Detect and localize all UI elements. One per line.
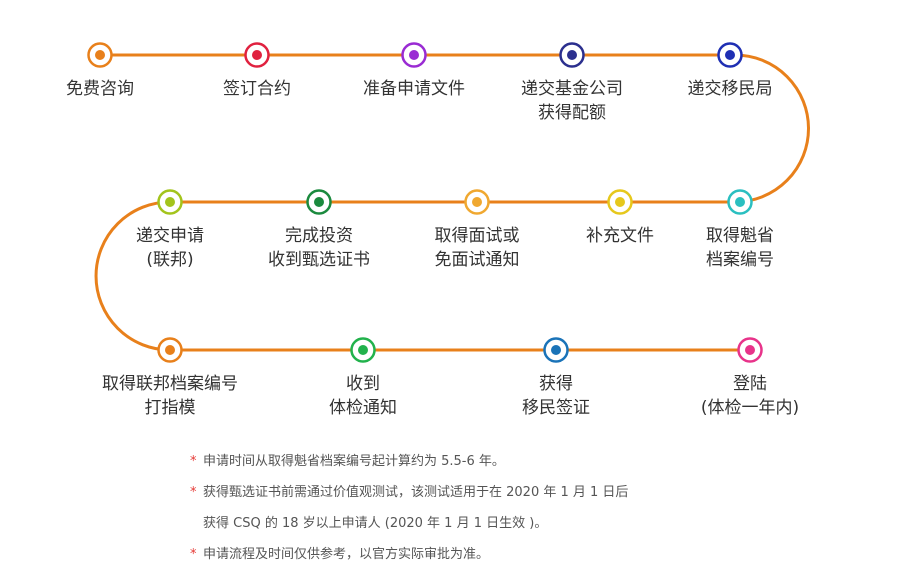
step-label-line: 免面试通知 bbox=[434, 250, 520, 270]
step-node bbox=[157, 189, 183, 215]
note-text: 获得甄选证书前需通过价值观测试，该测试适用于在 2020 年 1 月 1 日后 bbox=[203, 485, 629, 500]
note-asterisk: * bbox=[190, 485, 197, 500]
step-label: 准备申请文件 bbox=[329, 77, 499, 101]
step-label-line: 递交申请 bbox=[136, 226, 204, 246]
step-node-dot bbox=[252, 50, 262, 60]
step-node-dot bbox=[725, 50, 735, 60]
note-text: 申请流程及时间仅供参考，以官方实际审批为准。 bbox=[203, 547, 490, 562]
step-label: 完成投资收到甄选证书 bbox=[234, 224, 404, 272]
step-node-dot bbox=[95, 50, 105, 60]
step-node bbox=[401, 42, 427, 68]
step-label-line: 取得联邦档案编号 bbox=[102, 374, 238, 394]
step-node bbox=[543, 337, 569, 363]
step-node bbox=[464, 189, 490, 215]
step-node bbox=[306, 189, 332, 215]
step-node-dot bbox=[567, 50, 577, 60]
step-label-line: 档案编号 bbox=[706, 250, 774, 270]
notes: * 申请时间从取得魁省档案编号起计算约为 5.5-6 年。 * 获得甄选证书前需通过… bbox=[190, 450, 628, 574]
step-node-dot bbox=[745, 345, 755, 355]
step-label-line: 递交基金公司 bbox=[521, 79, 623, 99]
step-node-dot bbox=[472, 197, 482, 207]
step-label-line: 签订合约 bbox=[223, 79, 291, 99]
step-node-dot bbox=[165, 197, 175, 207]
step-label-line: 收到 bbox=[346, 374, 380, 394]
step-label: 取得魁省档案编号 bbox=[655, 224, 825, 272]
step-node bbox=[244, 42, 270, 68]
step-label-line: 递交移民局 bbox=[687, 79, 773, 99]
note-text: 申请时间从取得魁省档案编号起计算约为 5.5-6 年。 bbox=[203, 454, 505, 469]
step-label-line: 体检通知 bbox=[329, 398, 397, 418]
step-label: 登陆 (体检一年内) bbox=[665, 372, 835, 420]
step-label: 取得联邦档案编号打指模 bbox=[85, 372, 255, 420]
step-node bbox=[157, 337, 183, 363]
note-asterisk: * bbox=[190, 547, 197, 562]
step-label-line: 获得配额 bbox=[538, 103, 606, 123]
step-label: 取得面试或免面试通知 bbox=[392, 224, 562, 272]
step-label: 递交基金公司获得配额 bbox=[487, 77, 657, 125]
step-label-line: 获得 bbox=[539, 374, 573, 394]
note-asterisk: * bbox=[190, 454, 197, 469]
step-node-dot bbox=[358, 345, 368, 355]
step-node bbox=[607, 189, 633, 215]
step-node bbox=[737, 337, 763, 363]
step-label: 免费咨询 bbox=[15, 77, 185, 101]
step-label-line: 移民签证 bbox=[522, 398, 590, 418]
note-item: * 获得甄选证书前需通过价值观测试，该测试适用于在 2020 年 1 月 1 日后 bbox=[190, 481, 628, 512]
process-flow-diagram bbox=[87, 42, 810, 363]
step-label-line: 补充文件 bbox=[586, 226, 654, 246]
step-label: 递交移民局 bbox=[645, 77, 815, 101]
step-label-line: 完成投资 bbox=[285, 226, 353, 246]
step-label: 签订合约 bbox=[172, 77, 342, 101]
step-label-line: 取得面试或 bbox=[434, 226, 520, 246]
step-label: 获得移民签证 bbox=[471, 372, 641, 420]
step-node-dot bbox=[409, 50, 419, 60]
step-node-dot bbox=[615, 197, 625, 207]
step-label: 收到体检通知 bbox=[278, 372, 448, 420]
step-node-dot bbox=[314, 197, 324, 207]
note-item: * 申请时间从取得魁省档案编号起计算约为 5.5-6 年。 bbox=[190, 450, 628, 481]
step-node bbox=[559, 42, 585, 68]
step-node bbox=[350, 337, 376, 363]
step-label-line: 取得魁省 bbox=[706, 226, 774, 246]
step-label: 递交申请 (联邦) bbox=[85, 224, 255, 272]
step-label-line: 收到甄选证书 bbox=[268, 250, 370, 270]
step-node bbox=[717, 42, 743, 68]
step-node-dot bbox=[551, 345, 561, 355]
step-label-line: 准备申请文件 bbox=[363, 79, 465, 99]
process-path bbox=[94, 53, 810, 352]
note-item: 获得 CSQ 的 18 岁以上申请人 (2020 年 1 月 1 日生效 )。 bbox=[190, 512, 628, 543]
step-label-line: (联邦) bbox=[146, 250, 194, 270]
step-node bbox=[727, 189, 753, 215]
step-label: 补充文件 bbox=[535, 224, 705, 248]
step-label-line: 打指模 bbox=[144, 398, 196, 418]
step-node-dot bbox=[165, 345, 175, 355]
note-item: * 申请流程及时间仅供参考，以官方实际审批为准。 bbox=[190, 543, 628, 574]
step-node-dot bbox=[735, 197, 745, 207]
note-text: 获得 CSQ 的 18 岁以上申请人 (2020 年 1 月 1 日生效 )。 bbox=[203, 516, 548, 531]
step-label-line: 免费咨询 bbox=[66, 79, 134, 99]
step-label-line: (体检一年内) bbox=[700, 398, 800, 418]
step-node bbox=[87, 42, 113, 68]
step-label-line: 登陆 bbox=[733, 374, 767, 394]
